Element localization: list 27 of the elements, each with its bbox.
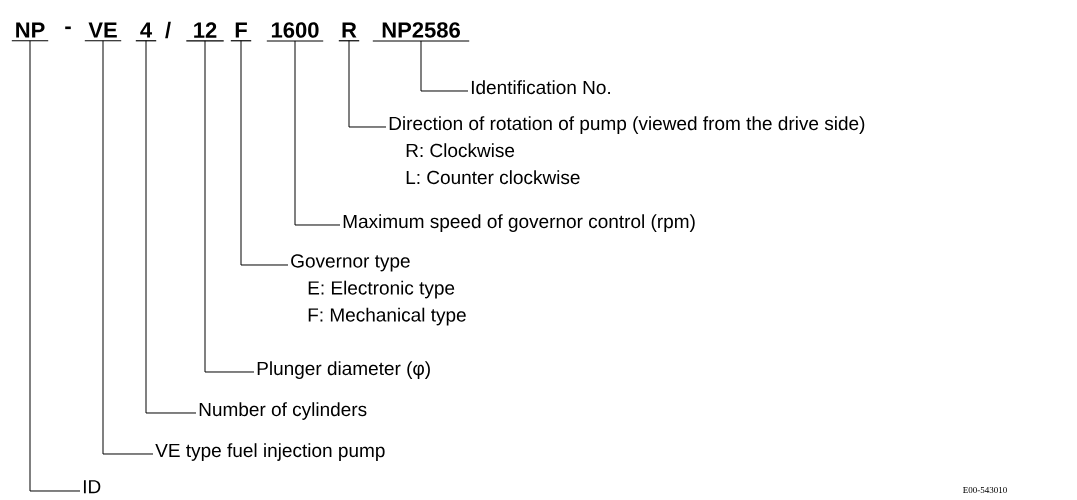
code-segment: 4 [135,22,157,42]
code-segment: F [230,22,252,42]
separator-sign: / [165,21,171,39]
description-text: ID [83,480,101,494]
separator-sign: - [65,26,71,30]
leader-line [240,40,289,266]
leader-line [145,40,197,414]
code-segment: NP [11,22,49,42]
code-segment: NP2586 [372,22,470,42]
code-segment: R [338,22,360,42]
code-segment: 1600 [266,22,324,42]
description-text: VE type fuel injection pump [155,443,385,461]
description-text: Maximum speed of governor control (rpm) [343,214,695,232]
reference-number: E00-543010 [963,486,1007,494]
leader-line [204,40,255,373]
description-text: Governor type E: Electronic type F: Mechanical type [291,254,466,326]
description-text: Identification No. [471,80,610,95]
description-text: Direction of rotation of pump (viewed from the drive side) R: Clockwise L: Counter clockwise [389,116,865,185]
leader-line [29,40,81,492]
code-segment: 12 [185,22,225,42]
leader-line [420,40,469,92]
code-segment: VE [84,22,122,42]
leader-line [348,40,387,128]
leader-line [102,40,154,455]
description-text: Number of cylinders [199,402,367,420]
description-text: Plunger diameter (φ) [257,361,430,379]
leader-line [294,40,341,226]
